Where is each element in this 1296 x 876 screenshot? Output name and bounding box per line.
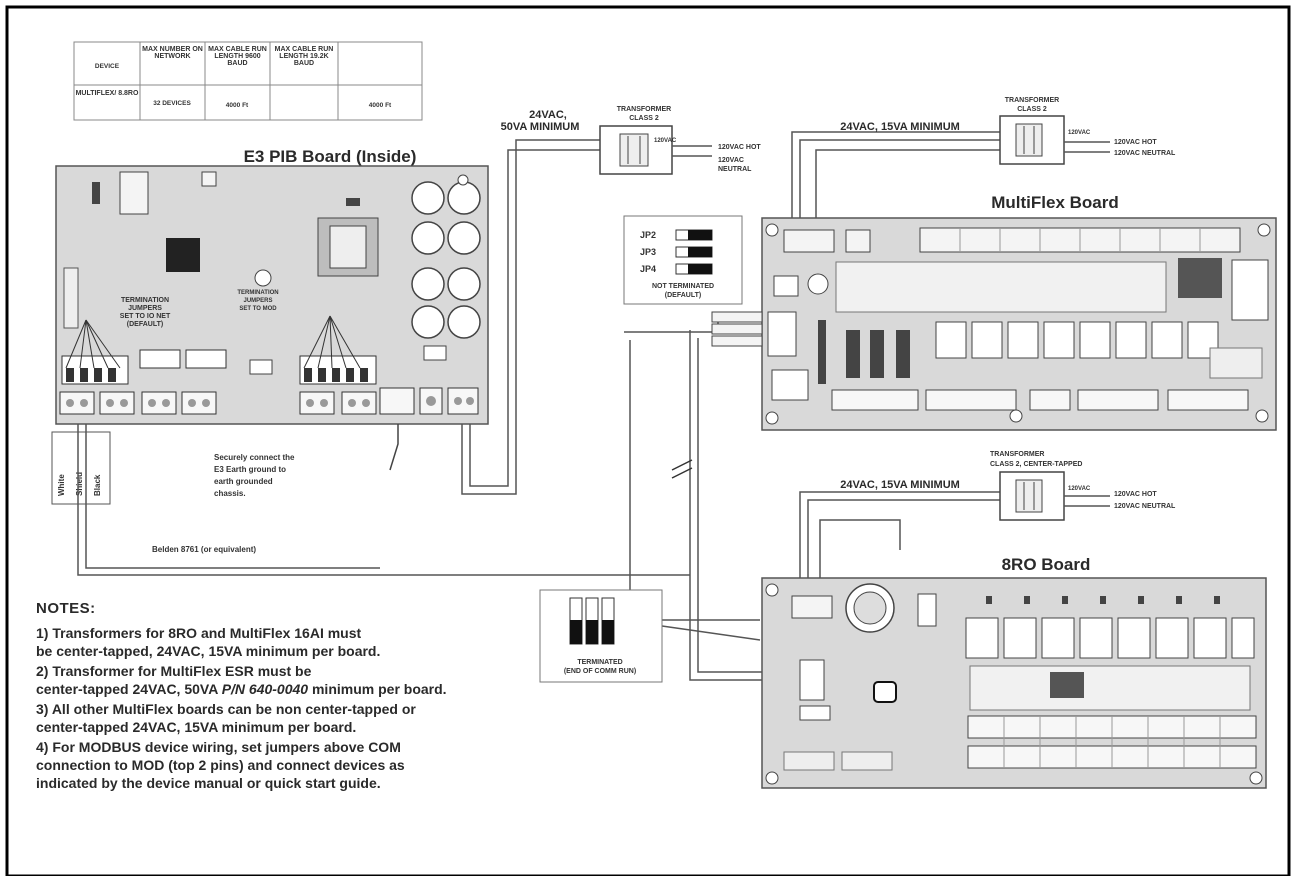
terminated-label: TERMINATED (577, 659, 622, 666)
table-header-max-number: MAX NUMBER ON NETWORK (142, 46, 203, 60)
table-header-run-9600: MAX CABLE RUN LENGTH 9600 BAUD (208, 46, 267, 67)
not-terminated-label: NOT TERMINATED (652, 283, 714, 290)
page-border (5, 5, 1291, 876)
t3-label-1: TRANSFORMER (990, 451, 1044, 458)
e3-term-mid-2: JUMPERS (243, 298, 272, 304)
e3-term-left-2: JUMPERS (128, 305, 162, 312)
wire-black-label: Black (93, 474, 102, 496)
note-2b: center-tapped 24VAC, 50VA P/N 640-0040 m… (36, 680, 696, 698)
t2-voltage: 24VAC, 15VA MINIMUM (840, 121, 960, 133)
end-of-comm-label: (END OF COMM RUN) (564, 668, 636, 675)
notes-section: NOTES: 1) Transformers for 8RO and Multi… (36, 600, 696, 792)
wire-shield-label: Shield (75, 472, 84, 496)
multiflex-jumper-legend: JP2 JP3 JP4 NOT TERMINATED (DEFAULT) (623, 215, 763, 347)
jp2-label: JP2 (640, 230, 656, 240)
note-1a: 1) Transformers for 8RO and MultiFlex 16… (36, 625, 362, 641)
note-1b: be center-tapped, 24VAC, 15VA minimum pe… (36, 643, 381, 659)
t1-neutral-2: NEUTRAL (718, 166, 752, 173)
note-2b-part-number: P/N 640-0040 (221, 681, 309, 697)
t1-label-2: CLASS 2 (629, 115, 659, 122)
multiflex-board-title: MultiFlex Board (991, 193, 1119, 212)
note-4b: connection to MOD (top 2 pins) and conne… (36, 757, 405, 773)
t1-120: 120VAC (654, 138, 677, 144)
note-2a: 2) Transformer for MultiFlex ESR must be (36, 663, 312, 679)
t3-hot: 120VAC HOT (1114, 491, 1157, 498)
t2-120: 120VAC (1068, 130, 1091, 136)
t1-voltage-2: 50VA MINIMUM (501, 121, 580, 133)
note-3b: center-tapped 24VAC, 15VA minimum per bo… (36, 719, 357, 735)
transformer-1: 24VAC, 50VA MINIMUM TRANSFORMER CLASS 2 … (501, 106, 761, 175)
t3-neutral: 120VAC NEUTRAL (1114, 503, 1176, 510)
e3-term-mid-3: SET TO MOD (239, 306, 277, 312)
e3-term-left-4: (DEFAULT) (127, 321, 163, 328)
t2-label-2: CLASS 2 (1017, 106, 1047, 113)
not-terminated-default: (DEFAULT) (665, 292, 701, 299)
table-cell-device: MULTIFLEX/ 8.8RO (75, 90, 139, 97)
e3-board: TERMINATION JUMPERS SET TO IO NET (DEFAU… (55, 165, 489, 425)
t3-120: 120VAC (1068, 486, 1091, 492)
multiflex-board (761, 217, 1277, 431)
t2-label-1: TRANSFORMER (1005, 97, 1059, 104)
transformer-2: 24VAC, 15VA MINIMUM TRANSFORMER CLASS 2 … (840, 97, 1176, 165)
device-table: DEVICE MAX NUMBER ON NETWORK MAX CABLE R… (73, 41, 423, 121)
note-2b-pre: center-tapped 24VAC, 50VA (36, 681, 222, 697)
table-cell-run-19200: 4000 Ft (369, 102, 392, 109)
transformer-3: 24VAC, 15VA MINIMUM TRANSFORMER CLASS 2,… (840, 451, 1176, 521)
earth-note-2: E3 Earth ground to (214, 465, 286, 474)
earth-note-3: earth grounded (214, 477, 273, 486)
table-header-run-19200: MAX CABLE RUN LENGTH 19.2K BAUD (274, 46, 334, 67)
t1-hot: 120VAC HOT (718, 144, 761, 151)
wire-white-label: White (57, 474, 66, 496)
t1-voltage-1: 24VAC, (529, 109, 567, 121)
table-cell-run-9600: 4000 Ft (226, 102, 249, 109)
table-header-device: DEVICE (95, 63, 120, 70)
ro-board-title: 8RO Board (1002, 555, 1091, 574)
t2-neutral: 120VAC NEUTRAL (1114, 150, 1176, 157)
note-4c: indicated by the device manual or quick … (36, 775, 381, 791)
t3-label-2: CLASS 2, CENTER-TAPPED (990, 461, 1082, 468)
e3-term-left-1: TERMINATION (121, 297, 169, 304)
t3-voltage: 24VAC, 15VA MINIMUM (840, 479, 960, 491)
notes-header: NOTES: (36, 600, 96, 617)
note-4a: 4) For MODBUS device wiring, set jumpers… (36, 739, 401, 755)
ro-jumper-legend: TERMINATED (END OF COMM RUN) (539, 589, 663, 683)
t2-hot: 120VAC HOT (1114, 139, 1157, 146)
t1-neutral-1: 120VAC (718, 157, 744, 164)
e3-board-title: E3 PIB Board (Inside) (244, 147, 417, 166)
ro-board (761, 577, 1267, 789)
earth-note-1: Securely connect the (214, 453, 295, 462)
earth-ground-note: Securely connect the E3 Earth ground to … (214, 424, 399, 498)
earth-note-4: chassis. (214, 489, 246, 498)
cable-label: Belden 8761 (or equivalent) (152, 545, 256, 554)
e3-term-mid-1: TERMINATION (237, 290, 278, 296)
jp3-label: JP3 (640, 247, 656, 257)
e3-term-left-3: SET TO IO NET (120, 313, 171, 320)
note-2b-post: minimum per board. (308, 681, 447, 697)
table-cell-max-number: 32 DEVICES (153, 100, 191, 107)
t1-label-1: TRANSFORMER (617, 106, 671, 113)
note-3a: 3) All other MultiFlex boards can be non… (36, 701, 416, 717)
jp4-label: JP4 (640, 264, 656, 274)
wire-color-labels: White Shield Black (51, 431, 111, 505)
